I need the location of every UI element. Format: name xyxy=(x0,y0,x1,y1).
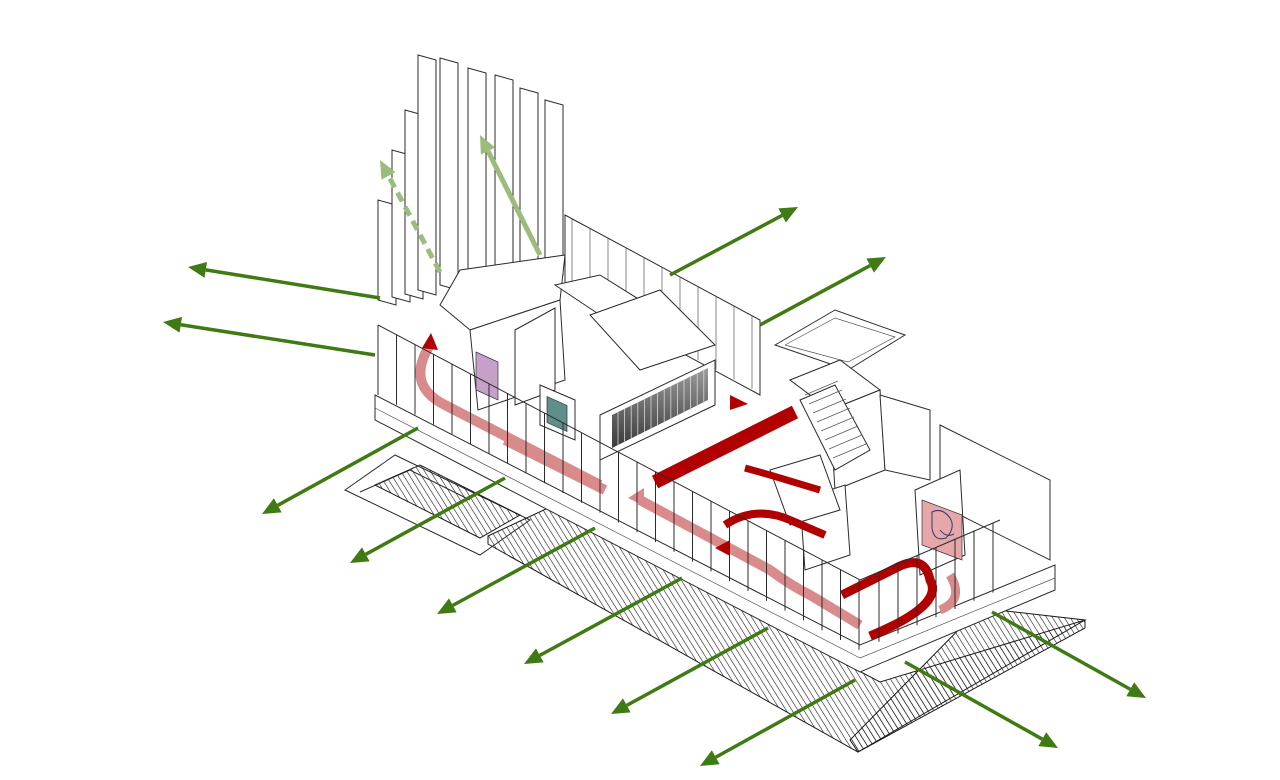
view-arrow xyxy=(350,476,506,563)
fin-tower xyxy=(377,54,564,306)
circulation-path-right xyxy=(839,558,937,641)
circulation-path-faded-front xyxy=(502,435,863,630)
view-arrow xyxy=(437,526,596,614)
building-base xyxy=(374,394,1056,673)
stair-step xyxy=(804,380,839,396)
circulation-arrowhead-left xyxy=(715,540,730,556)
stair-step xyxy=(816,407,851,423)
paving-strip-right xyxy=(849,607,1087,753)
fin-panel xyxy=(519,87,539,281)
view-arrow xyxy=(611,626,769,714)
view-arrow xyxy=(480,135,543,257)
stair-step xyxy=(820,416,855,432)
circulation-path-faded-left xyxy=(415,342,603,490)
stair-step xyxy=(832,443,867,459)
circulation-arrowhead-front xyxy=(628,488,644,506)
facade-top-rail xyxy=(377,324,1001,581)
view-arrow xyxy=(188,261,381,300)
interior-rooms xyxy=(439,254,1051,576)
circulation-path-right-faded xyxy=(938,572,961,615)
view-arrow xyxy=(524,576,683,664)
staircase xyxy=(799,384,871,471)
fin-panel xyxy=(467,67,487,288)
fin-panel xyxy=(439,57,459,291)
circulation-path-lower xyxy=(722,509,827,539)
circulation-arrowhead-up xyxy=(422,333,438,350)
fin-panel xyxy=(417,54,437,296)
front-facade xyxy=(377,324,1001,650)
view-arrow xyxy=(759,257,886,327)
view-arrow xyxy=(669,207,798,277)
view-arrow xyxy=(380,160,443,274)
circulation-paths xyxy=(415,333,961,641)
circulation-arrowhead-down xyxy=(730,395,748,410)
fin-panel xyxy=(544,99,564,276)
ground-paving xyxy=(344,454,1087,753)
entrance-stair xyxy=(344,454,531,556)
view-arrow xyxy=(991,610,1146,698)
view-arrow xyxy=(700,678,856,766)
circulation-path-main xyxy=(651,405,799,489)
stair-step xyxy=(812,398,847,414)
view-arrow xyxy=(262,426,419,514)
stair-step xyxy=(808,389,843,405)
circulation-path-stair xyxy=(744,464,822,494)
roof-terrace xyxy=(773,309,907,371)
stair-step xyxy=(828,434,863,450)
view-arrow xyxy=(163,316,376,357)
view-arrow xyxy=(904,660,1058,748)
stair-step xyxy=(824,425,859,441)
view-arrows xyxy=(163,135,1146,766)
